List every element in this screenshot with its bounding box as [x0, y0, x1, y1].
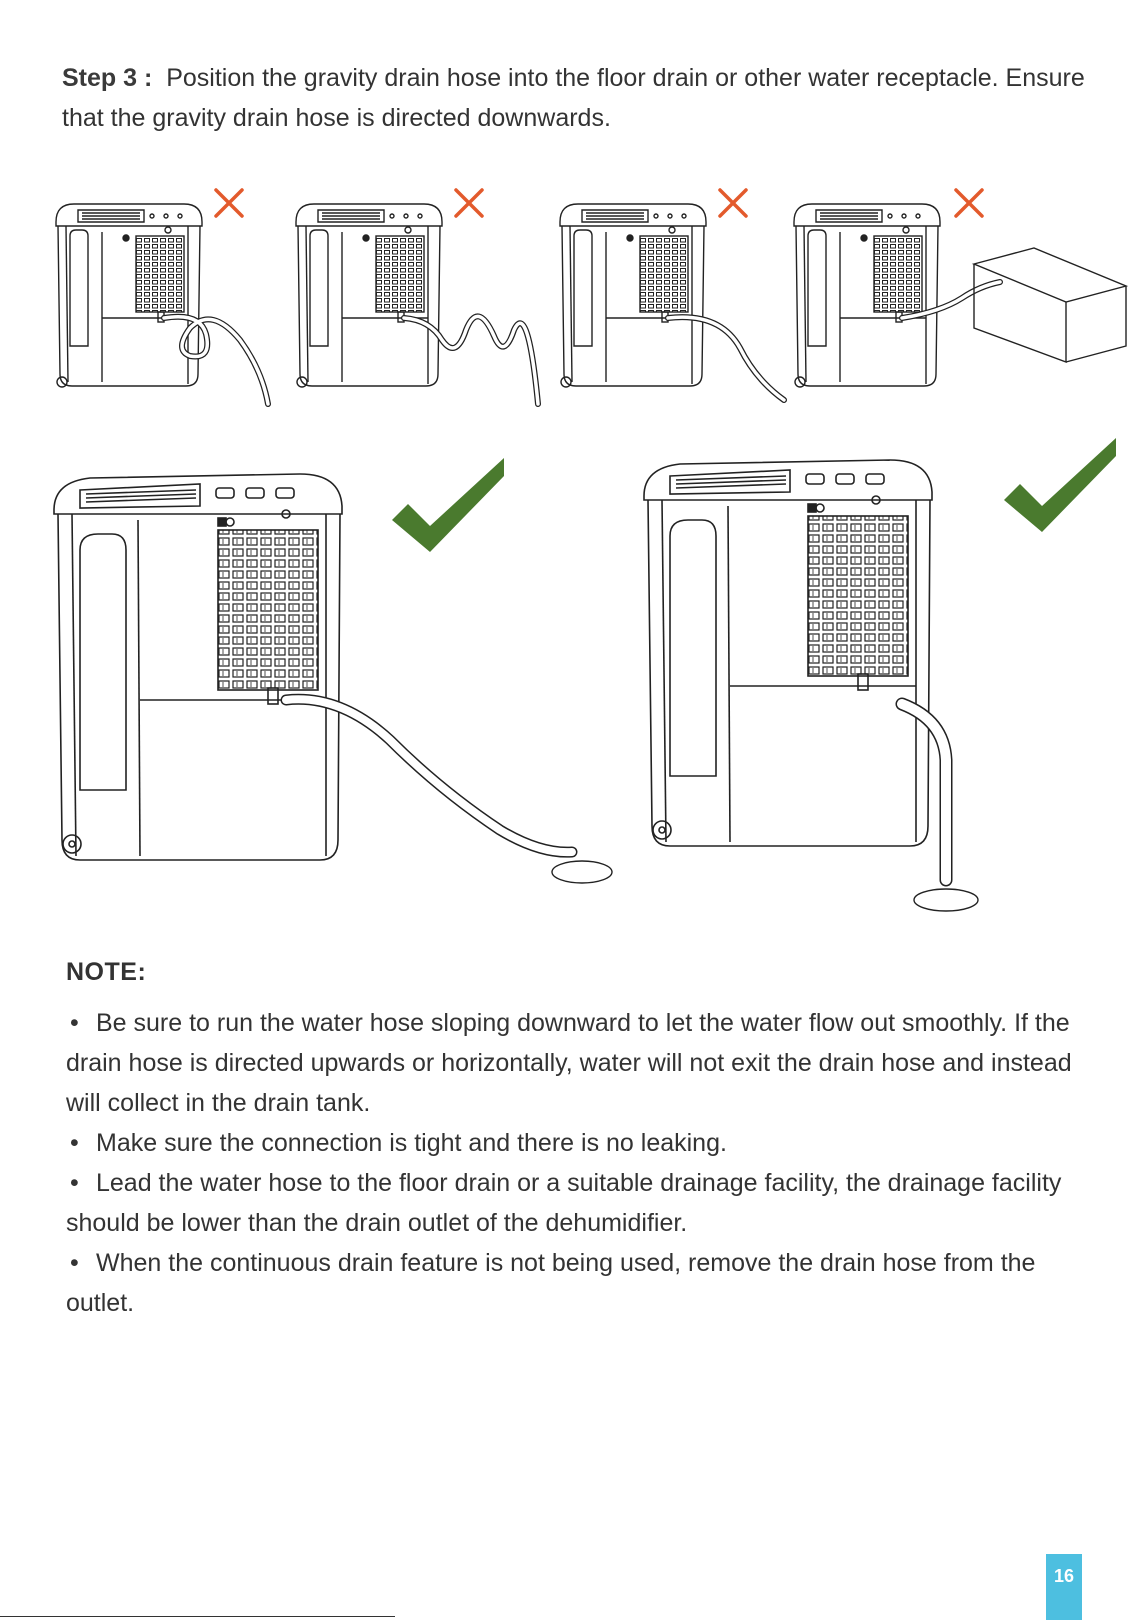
note-item: •Be sure to run the water hose sloping d… — [66, 1003, 1106, 1123]
wrong-example-coiled-hose — [56, 190, 268, 404]
note-item: •Lead the water hose to the floor drain … — [66, 1163, 1106, 1243]
note-title: NOTE: — [66, 958, 146, 987]
cross-mark-icon — [956, 190, 982, 216]
note-item: •When the continuous drain feature is no… — [66, 1243, 1106, 1323]
drain-hose-illustrations — [0, 0, 1147, 920]
footer-divider — [0, 1616, 395, 1617]
wrong-example-wavy-hose — [296, 190, 538, 404]
correct-example-vertical-drain — [644, 438, 1116, 911]
cross-mark-icon — [456, 190, 482, 216]
bullet-icon: • — [66, 1163, 96, 1203]
bullet-icon: • — [66, 1123, 96, 1163]
correct-example-floor-drain — [54, 458, 612, 883]
bullet-icon: • — [66, 1003, 96, 1043]
wrong-example-long-hose — [560, 190, 784, 400]
cross-mark-icon — [216, 190, 242, 216]
note-item: •Make sure the connection is tight and t… — [66, 1123, 1106, 1163]
check-mark-icon — [1004, 438, 1116, 532]
wrong-example-raised-receptacle — [794, 190, 1126, 387]
bullet-icon: • — [66, 1243, 96, 1283]
note-list: •Be sure to run the water hose sloping d… — [66, 1003, 1106, 1323]
check-mark-icon — [392, 458, 504, 552]
page-number: 16 — [1046, 1554, 1082, 1620]
cross-mark-icon — [720, 190, 746, 216]
